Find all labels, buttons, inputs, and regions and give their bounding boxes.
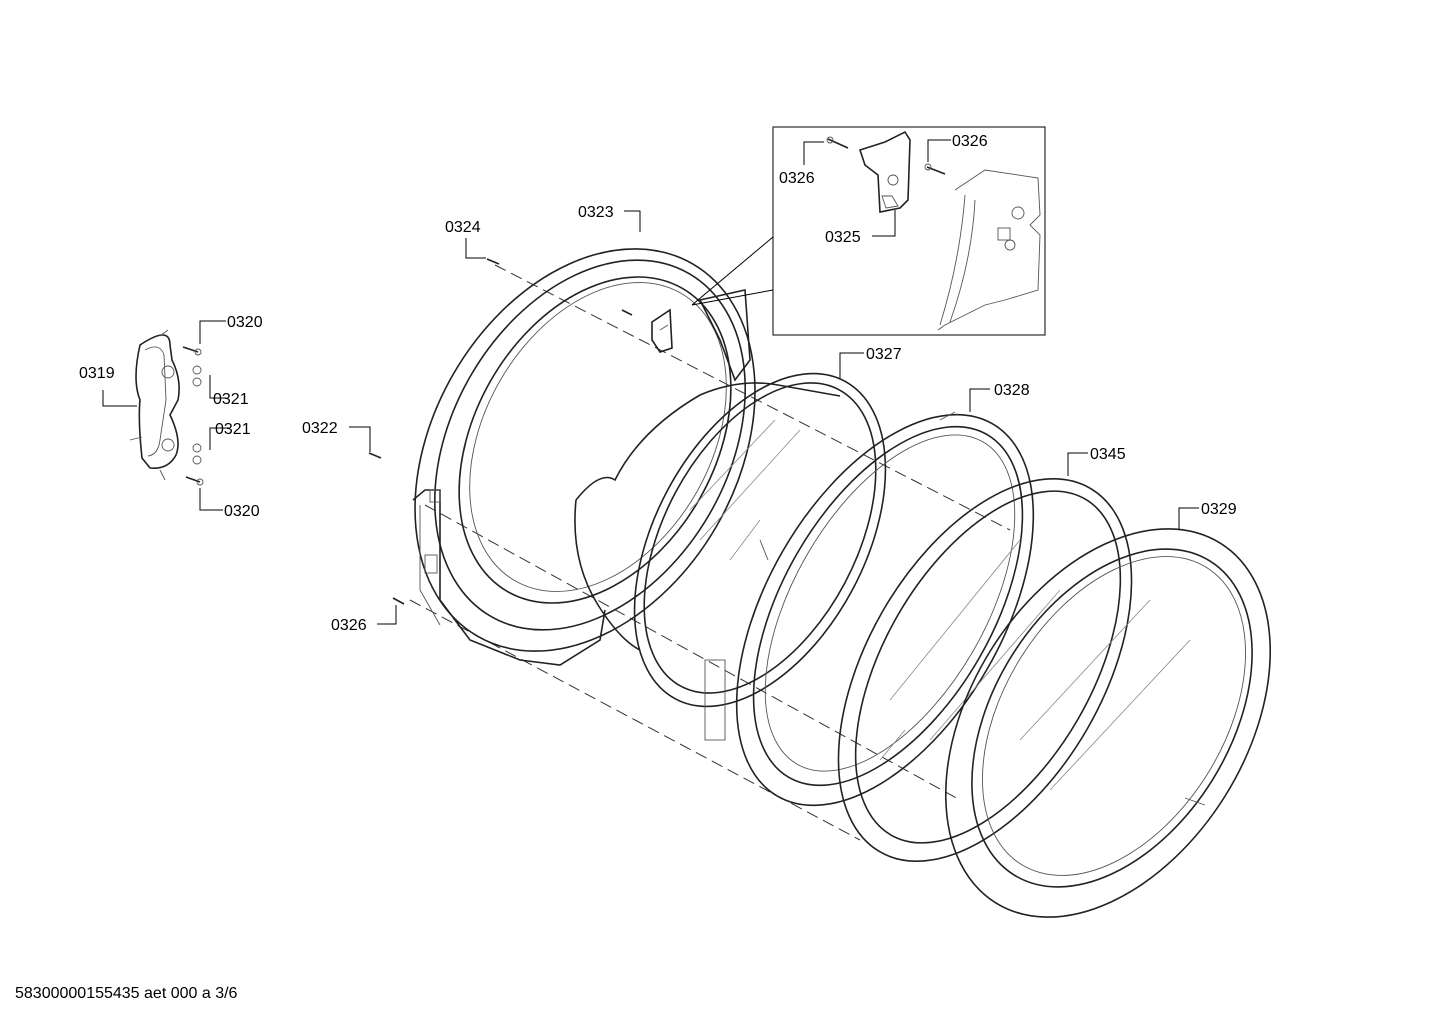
inset-bracket <box>858 130 911 213</box>
inset-screw <box>826 136 946 175</box>
door-ring-clamp <box>704 411 1035 807</box>
callout-0326-inset-right: 0326 <box>952 133 988 150</box>
callout-0325: 0325 <box>825 229 861 246</box>
inset-frame-section <box>937 169 1041 331</box>
detail-inset <box>691 126 1046 336</box>
outer-door-cover <box>944 528 1272 918</box>
door-hinge <box>129 329 180 481</box>
callout-0321-bottom: 0321 <box>215 421 251 438</box>
callout-0327: 0327 <box>866 346 902 363</box>
callout-0326-bottom: 0326 <box>331 617 367 634</box>
frame-screw <box>368 258 633 605</box>
document-id: 58300000155435 aet 000 a 3/6 <box>15 985 238 1002</box>
leader-lines <box>102 139 1199 625</box>
callout-0324: 0324 <box>445 219 481 236</box>
callout-0320-bottom: 0320 <box>224 503 260 520</box>
callout-0319: 0319 <box>79 365 115 382</box>
door-bowl <box>574 372 887 708</box>
inner-door-glass-ring <box>837 478 1133 862</box>
callout-0329: 0329 <box>1201 501 1237 518</box>
door-frame <box>412 248 756 666</box>
callout-0322: 0322 <box>302 420 338 437</box>
hinge-screw <box>182 346 204 486</box>
callout-0345: 0345 <box>1090 446 1126 463</box>
callout-0326-inset-left: 0326 <box>779 170 815 187</box>
callout-0320-top: 0320 <box>227 314 263 331</box>
callout-0323: 0323 <box>578 204 614 221</box>
callout-0321-top: 0321 <box>213 391 249 408</box>
frame-hinge-bracket <box>651 289 751 382</box>
callout-0328: 0328 <box>994 382 1030 399</box>
